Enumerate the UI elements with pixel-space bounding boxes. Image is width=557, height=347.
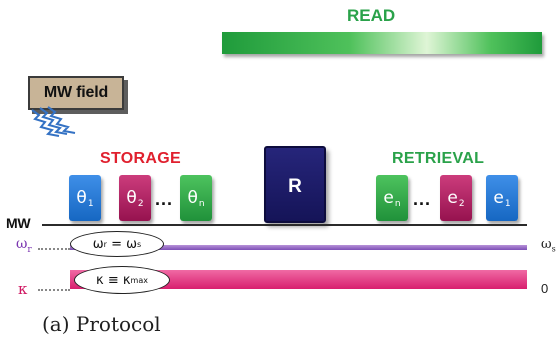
pulse-symbol: e [383,188,394,208]
read-pulse-bar [222,32,542,54]
omega-symbol: ω [16,236,28,252]
microwave-wave-icon [31,106,76,137]
mw-timeline [42,224,527,226]
kappa-timeline-bar [70,270,527,289]
eq-op: = [106,236,127,252]
omega-r-timeline [70,245,527,250]
pulse-index: 2 [458,199,465,209]
kappa-end-value: 0 [541,281,549,296]
read-label: READ [347,6,396,25]
r-pulse: R [264,146,326,223]
figure-caption: (a) Protocol [42,312,161,336]
eq-left: κ [96,272,104,288]
omega-subscript: r [27,244,32,255]
pulse-symbol: θ [126,188,137,208]
mw-line-label: MW [6,215,31,231]
pulse-symbol: θ [187,188,198,208]
kappa-dotted-lead [38,289,70,291]
kappa-label: κ [18,280,28,298]
eq-right: κ [122,272,131,288]
storage-label: STORAGE [100,150,181,167]
pulse-index: n [198,199,205,209]
pulse-index: n [394,199,401,209]
retrieval-label: RETRIEVAL [392,150,485,167]
eq-right: ω [126,236,138,252]
omega-end-symbol: ω [541,237,552,252]
omega-dotted-lead [38,248,70,250]
eq-left: ω [92,236,104,252]
storage-ellipsis: ... [155,189,174,209]
omega-end-subscript: s [551,244,556,254]
pulse-symbol: e [493,188,504,208]
pulse-index: 1 [504,199,511,209]
eq-right-sub: s [137,239,142,249]
mw-field-box: MW field [28,76,124,110]
omega-r-label: ωr [16,236,32,255]
pulse-index: 1 [87,199,94,209]
omega-s-end-label: ωs [541,237,556,254]
retrieval-ellipsis: ... [413,189,432,209]
pulse-symbol: e [447,188,458,208]
pulse-index: 2 [137,199,144,209]
eq-left-sub: r [103,239,107,249]
eq-op: ≡ [103,272,123,288]
pulse-symbol: θ [76,188,87,208]
eq-right-sub: max [130,275,148,285]
